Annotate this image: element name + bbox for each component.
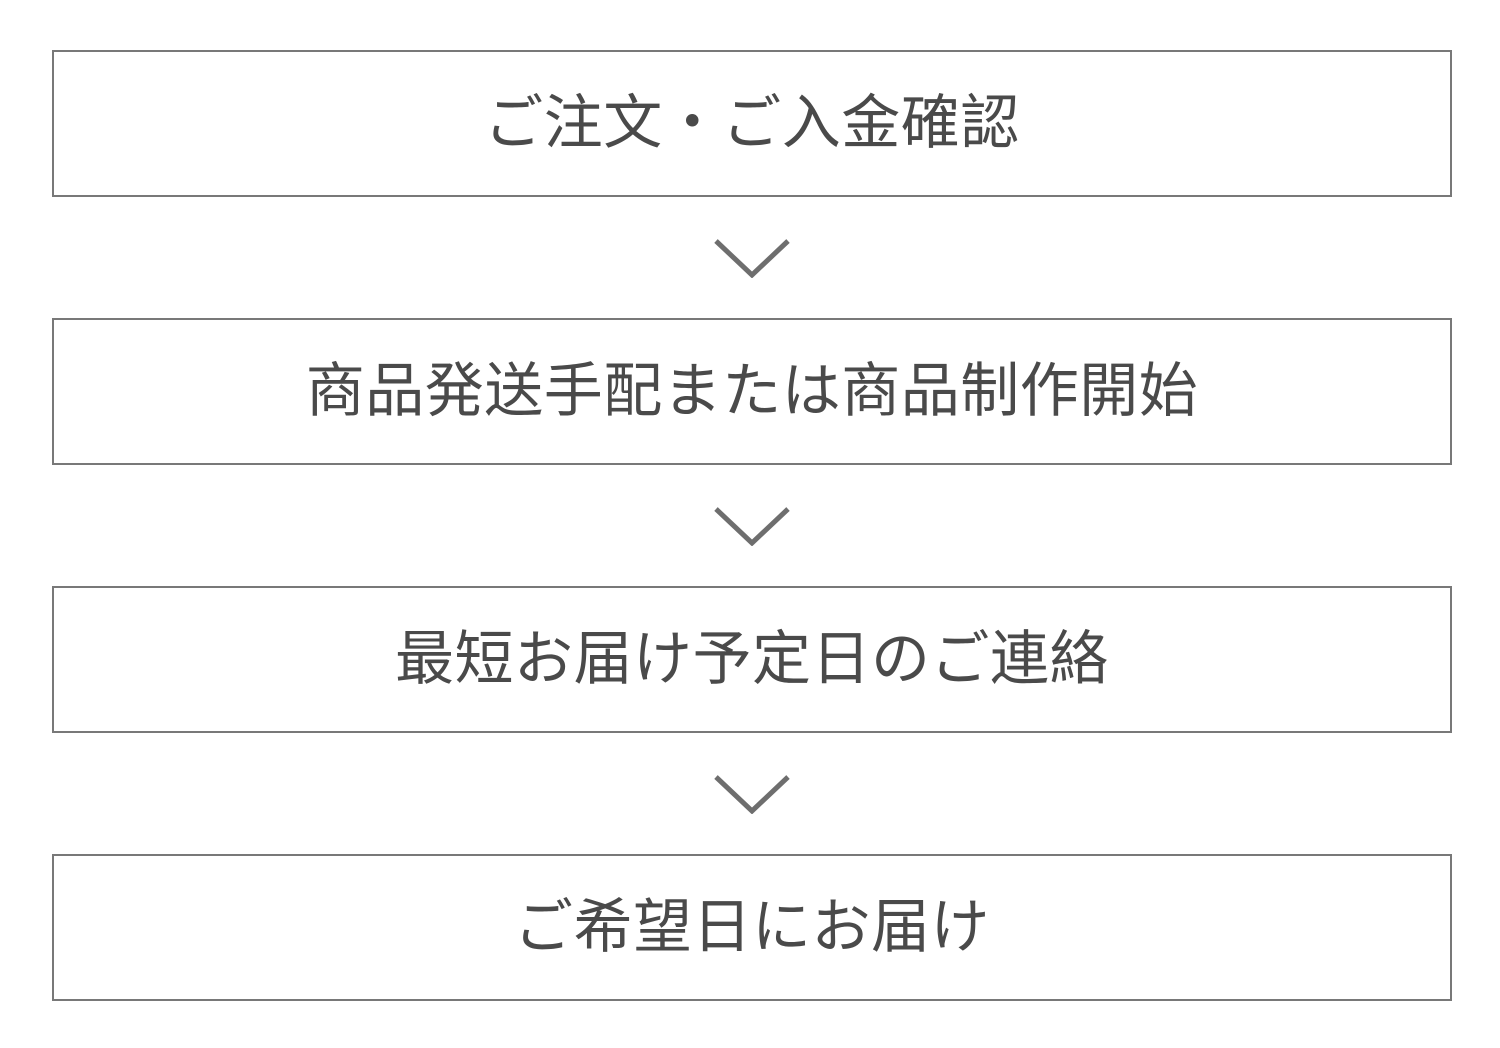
flow-step-4-label: ご希望日にお届け — [513, 892, 990, 962]
flow-step-3-label: 最短お届け予定日のご連絡 — [394, 624, 1109, 694]
flow-connector-3 — [52, 733, 1452, 854]
flow-step-1-label: ご注文・ご入金確認 — [484, 88, 1020, 158]
chevron-down-icon — [714, 238, 790, 278]
flow-connector-2 — [52, 465, 1452, 586]
flow-step-1: ご注文・ご入金確認 — [52, 50, 1452, 197]
flow-connector-1 — [52, 197, 1452, 318]
flow-step-3: 最短お届け予定日のご連絡 — [52, 586, 1452, 733]
flow-container: ご注文・ご入金確認 商品発送手配または商品制作開始 最短お届け予定日のご連絡 ご… — [52, 50, 1452, 1001]
chevron-down-icon — [714, 506, 790, 546]
flow-step-2-label: 商品発送手配または商品制作開始 — [305, 356, 1199, 426]
flow-step-4: ご希望日にお届け — [52, 854, 1452, 1001]
flow-step-2: 商品発送手配または商品制作開始 — [52, 318, 1452, 465]
chevron-down-icon — [714, 774, 790, 814]
